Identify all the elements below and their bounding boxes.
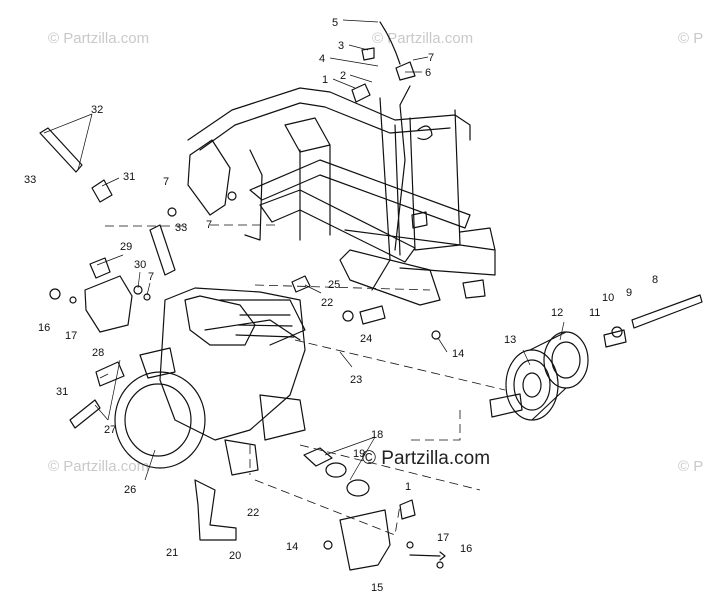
callout-22-mid: 22 (321, 297, 333, 309)
callout-23: 23 (350, 374, 362, 386)
callout-20: 20 (229, 550, 241, 562)
frame-drawing (187, 85, 496, 306)
callout-14-mid: 14 (452, 348, 464, 360)
callout-5: 5 (332, 17, 338, 29)
callout-19: 19 (353, 448, 365, 460)
callout-12: 12 (551, 307, 563, 319)
callout-7-top: 7 (428, 52, 434, 64)
callout-27: 27 (104, 424, 116, 436)
callout-33-left: 33 (24, 174, 36, 186)
watermark-top-left: © Partzilla.com (48, 30, 149, 47)
hardware-drawing (49, 21, 446, 569)
callout-8: 8 (652, 274, 658, 286)
callout-28: 28 (92, 347, 104, 359)
callout-6: 6 (425, 67, 431, 79)
engine-drawing (114, 287, 306, 476)
callout-1-bottom: 1 (405, 481, 411, 493)
callout-29: 29 (120, 241, 132, 253)
leader-lines (43, 19, 565, 481)
callout-17-bottom: 17 (437, 532, 449, 544)
watermark-bottom-right: © P (678, 458, 703, 475)
callout-4: 4 (319, 53, 325, 65)
callout-17-left: 17 (65, 330, 77, 342)
callout-32: 32 (91, 104, 103, 116)
watermark-main: © Partzilla.com (362, 448, 490, 469)
callout-21: 21 (166, 547, 178, 559)
callout-26: 26 (124, 484, 136, 496)
callout-25: 25 (328, 279, 340, 291)
watermark-top-center: © Partzilla.com (372, 30, 473, 47)
callout-16-left: 16 (38, 322, 50, 334)
callout-1-top: 1 (322, 74, 328, 86)
watermark-bottom-left: © Partzilla.com (48, 458, 149, 475)
callout-22-bottom: 22 (247, 507, 259, 519)
callout-11: 11 (589, 307, 600, 319)
callout-labels: 5 3 4 7 2 6 1 32 33 31 7 7 33 29 30 7 25… (24, 17, 658, 594)
callout-10: 10 (602, 292, 614, 304)
callout-7-frame: 7 (206, 219, 212, 231)
callout-9: 9 (626, 287, 632, 299)
engine-mount-bracket (84, 139, 391, 571)
clutch-pulley-drawing (489, 294, 703, 421)
watermark-top-right: © P (678, 30, 703, 47)
callout-24: 24 (360, 333, 372, 345)
callout-7-mid: 7 (163, 176, 169, 188)
callout-31-bottom: 31 (56, 386, 68, 398)
callout-13: 13 (504, 334, 516, 346)
callout-2: 2 (340, 70, 346, 82)
dashed-centerlines (105, 224, 506, 536)
callout-18: 18 (371, 429, 383, 441)
hoses-drawing (39, 127, 370, 541)
callout-15: 15 (371, 582, 383, 594)
watermarks: © Partzilla.com © Partzilla.com © P © Pa… (48, 30, 703, 475)
callout-16-bottom: 16 (460, 543, 472, 555)
callout-7-bracket: 7 (148, 271, 154, 283)
callout-14-bottom: 14 (286, 541, 298, 553)
callout-31-top: 31 (123, 171, 135, 183)
callout-3: 3 (338, 40, 344, 52)
callout-33-mid: 33 (175, 222, 187, 234)
callout-30: 30 (134, 259, 146, 271)
